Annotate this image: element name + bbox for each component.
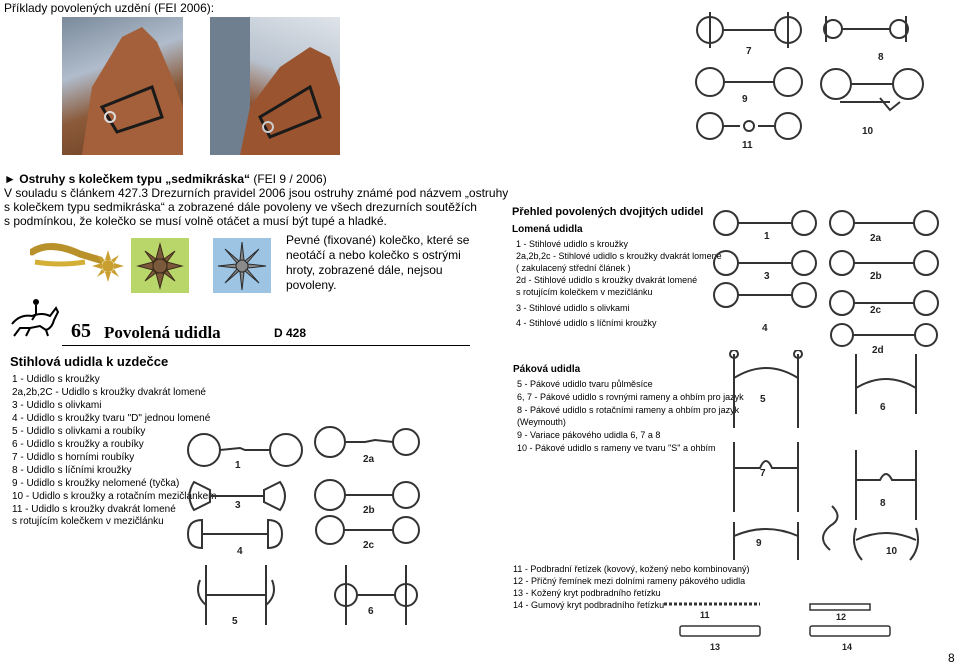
spurs-note-1: Pevné (fixované) kolečko, které se: [286, 233, 470, 247]
bit-label: 11: [742, 140, 753, 151]
double-item: 2d - Stihlové udidlo s kroužky dvakrát l…: [516, 275, 698, 285]
double-title: Přehled povolených dvojitých udidel: [512, 206, 704, 218]
bit-label: 1: [235, 460, 241, 471]
bit-label: 2b: [363, 505, 375, 516]
top-bits-illustration: 7 8 9 10 11: [695, 12, 924, 151]
bit-label: 9: [756, 538, 762, 549]
double-item: s rotujícím kolečkem v mezičlánku: [516, 287, 653, 297]
chains-list: 11 - Podbradní řetízek (kovový, kožený n…: [513, 563, 749, 611]
bit-label: 8: [880, 498, 886, 509]
page-header: Příklady povolených uzdění (FEI 2006):: [4, 1, 215, 15]
spurs-note-3: hroty, zobrazené dále, nejsou: [286, 263, 443, 277]
snaffle-item: 6 - Udidlo s kroužky a roubíky: [12, 439, 144, 450]
chain-item: 14 - Gumový kryt podbradního řetízku: [513, 600, 665, 610]
spurs-line-2: s kolečkem typu sedmikráska“ a zobrazené…: [4, 200, 477, 214]
snaffle-item: s rotujícím kolečkem v mezičlánku: [12, 516, 164, 527]
chains-illustration: 11 12 13 14: [664, 602, 891, 652]
snaffle-item: 3 - Udidlo s olivkami: [12, 400, 102, 411]
bit-label: 7: [746, 46, 752, 57]
bit-label: 2c: [363, 540, 375, 551]
snaffle-item: 10 - Udidlo s kroužky a rotačním mezičlá…: [12, 491, 217, 502]
spurs-note-2: neotáčí a nebo kolečko s ostrými: [286, 248, 461, 262]
bit-label: 9: [742, 94, 748, 105]
spurs-note-4: povoleny.: [286, 278, 337, 292]
spurs-heading-rest: (FEI 9 / 2006): [250, 172, 327, 186]
page-number: 8: [948, 651, 955, 665]
double-item: 1 - Stihlové udidlo s kroužky: [516, 239, 629, 249]
curb-list: 5 - Pákové udidlo tvaru půlměsíce 6, 7 -…: [517, 378, 744, 454]
rule-code: D 428: [274, 326, 307, 340]
curb-item: 10 - Pákové udidlo s rameny ve tvaru "S"…: [517, 443, 716, 453]
curb-bits-illustration: 5 6 7 8 9 10: [729, 350, 919, 561]
snaffle-item: 5 - Udidlo s olivkami a roubíky: [12, 426, 146, 437]
bit-label: 10: [862, 126, 874, 137]
bit-label: 6: [368, 606, 374, 617]
bit-label: 2b: [870, 271, 882, 282]
bit-label: 5: [760, 394, 766, 405]
bit-label: 8: [878, 52, 884, 63]
snaffle-title: Stihlová udidla k uzdečce: [10, 354, 169, 369]
spur-image-fixed: [131, 238, 189, 293]
chain-item: 11 - Podbradní řetízek (kovový, kožený n…: [513, 564, 750, 574]
curb-subtitle: Páková udidla: [513, 364, 581, 375]
spurs-line-1: V souladu s článkem 427.3 Drezurních pra…: [4, 186, 509, 200]
double-subtitle: Lomená udidla: [512, 224, 583, 235]
bit-label: 5: [232, 616, 238, 627]
chain-label: 13: [710, 642, 720, 652]
curb-item: 9 - Variace pákového udidla 6, 7 a 8: [517, 430, 661, 440]
chain-label: 11: [700, 610, 710, 620]
curb-item: 5 - Pákové udidlo tvaru půlměsíce: [517, 379, 653, 389]
bit-label: 4: [237, 546, 243, 557]
dressage-rider-logo: [6, 298, 62, 338]
snaffle-item: 4 - Udidlo s kroužky tvaru "D" jednou lo…: [12, 413, 211, 424]
snaffle-item: 11 - Udidlo s kroužky dvakrát lomené: [12, 504, 176, 515]
horse-photo-2: [210, 17, 340, 155]
double-item: 3 - Stihlové udidlo s olivkami: [516, 303, 630, 313]
double-item: 2a,2b,2c - Stihlové udidlo s kroužky dva…: [516, 251, 722, 261]
bit-label: 6: [880, 402, 886, 413]
snaffle-item: 8 - Udidlo s líčními kroužky: [12, 465, 132, 476]
bit-label: 4: [762, 323, 768, 334]
chain-label: 12: [836, 612, 846, 622]
spurs-heading-bold: Ostruhy s kolečkem typu „sedmikráska“: [19, 172, 251, 186]
bit-label: 7: [760, 468, 766, 479]
curb-item: 8 - Pákové udidlo s rotačními rameny a o…: [517, 405, 740, 415]
horse-photo-1: [62, 17, 183, 155]
spur-image-allowed: [28, 232, 125, 290]
bit-label: 3: [235, 500, 241, 511]
bit-label: 1: [764, 231, 770, 242]
curb-item: 6, 7 - Pákové udidlo s rovnými rameny a …: [517, 392, 744, 402]
rule-title: Povolená udidla: [104, 323, 221, 342]
spurs-heading: ► Ostruhy s kolečkem typu „sedmikráska“ …: [4, 172, 327, 187]
double-bits-illustration: 1 2a 3 2b 2c 4 2d: [713, 210, 939, 356]
bit-label: 3: [764, 271, 770, 282]
curb-item: (Weymouth): [517, 417, 566, 427]
double-item: 4 - Stihlové udidlo s líčními kroužky: [516, 318, 657, 328]
rule-number: 65: [71, 320, 91, 342]
rule-divider: [62, 345, 470, 346]
arrow-right-icon: ►: [4, 172, 16, 186]
spurs-line-3: s podmínkou, že kolečko se musí volně ot…: [4, 214, 387, 228]
snaffle-item: 1 - Udidlo s kroužky: [12, 374, 100, 385]
chain-item: 13 - Kožený kryt podbradního řetízku: [513, 588, 661, 598]
bit-label: 10: [886, 546, 898, 557]
bit-label: 2a: [363, 454, 375, 465]
snaffle-list: 1 - Udidlo s kroužky 2a,2b,2C - Udidlo s…: [12, 374, 217, 528]
spur-image-sharp: [213, 238, 271, 293]
chain-label: 14: [842, 642, 852, 652]
double-list: 1 - Stihlové udidlo s kroužky 2a,2b,2c -…: [516, 238, 722, 329]
bit-label: 2d: [872, 345, 884, 356]
chain-item: 12 - Příčný řemínek mezi dolními rameny …: [513, 576, 746, 586]
snaffle-item: 7 - Udidlo s horními roubíky: [12, 452, 135, 463]
bit-label: 2c: [870, 305, 882, 316]
snaffle-item: 9 - Udidlo s kroužky nelomené (tyčka): [12, 478, 180, 489]
snaffle-item: 2a,2b,2C - Udidlo s kroužky dvakrát lome…: [12, 387, 206, 398]
double-item: ( zakulacený střední článek ): [516, 263, 631, 273]
snaffle-bits-illustration: 1 2a 3 2b 4 2c 5 6: [186, 426, 420, 627]
bit-label: 2a: [870, 233, 882, 244]
